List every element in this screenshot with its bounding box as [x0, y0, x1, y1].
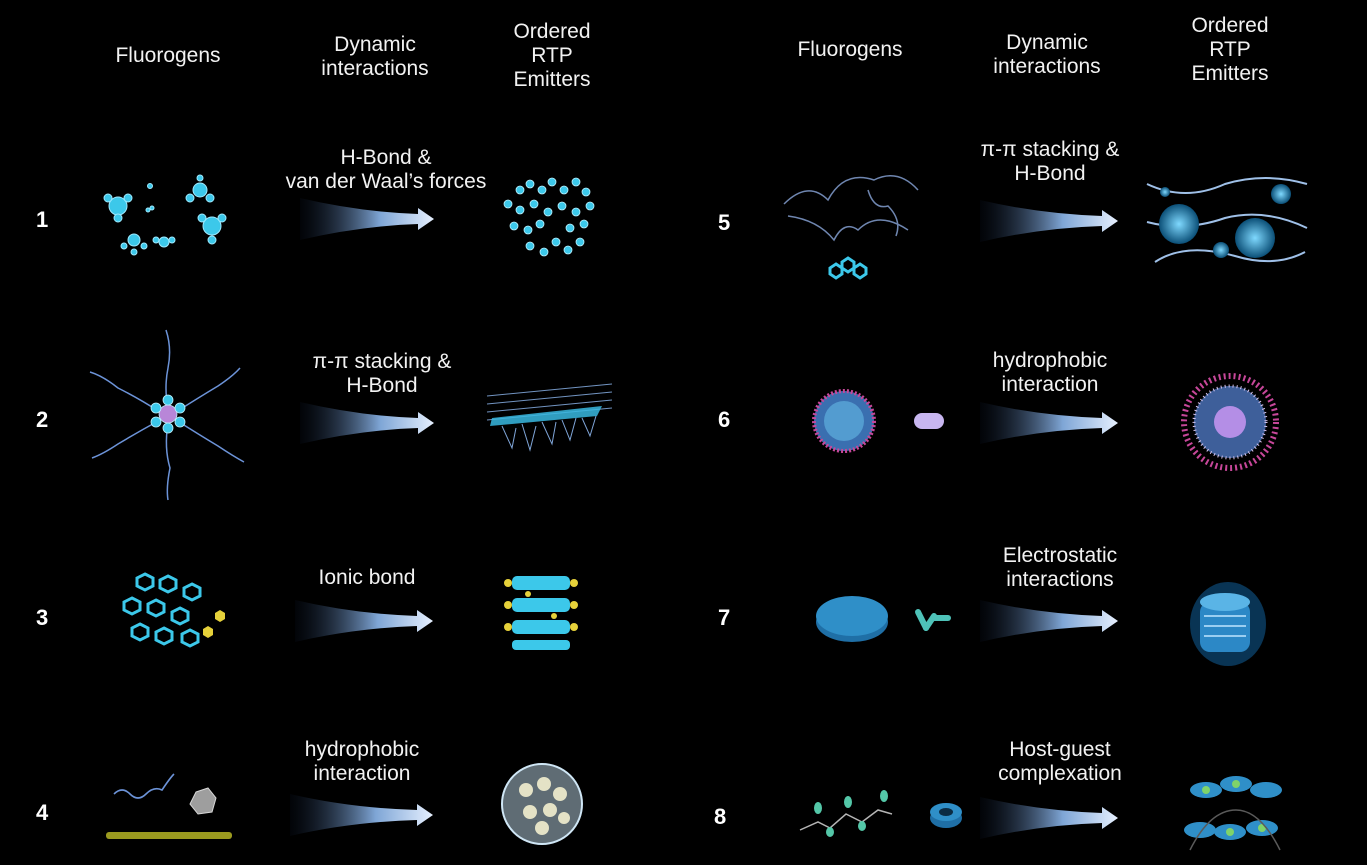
arrow-4	[290, 794, 433, 836]
interaction-label-1: H-Bond & van der Waal’s forces	[285, 146, 487, 193]
arrow-1	[300, 198, 434, 240]
header-fluorogens-right: Fluorogens	[797, 38, 903, 61]
arrow-8	[980, 797, 1118, 839]
interaction-label-7: Electrostatic interactions	[1002, 544, 1118, 591]
arrow-5	[980, 200, 1118, 242]
fluorogen-polymer-5	[783, 175, 919, 280]
ordered-emitter-8	[1184, 776, 1282, 851]
row-number-2: 2	[36, 407, 49, 432]
header-ordered-right: Ordered RTP Emitters	[1191, 14, 1269, 85]
interaction-label-6: hydrophobic interaction	[992, 349, 1108, 396]
fluorogen-ionic-3	[122, 572, 225, 648]
header-dynamic-right: Dynamic interactions	[993, 31, 1101, 78]
header-ordered-left: Ordered RTP Emitters	[513, 20, 591, 91]
row-number-6: 6	[718, 407, 731, 432]
ordered-emitter-7	[1190, 582, 1266, 666]
arrow-6	[980, 402, 1118, 444]
interaction-label-4: hydrophobic interaction	[304, 738, 420, 785]
interaction-label-3: Ionic bond	[318, 566, 416, 589]
fluorogen-star-2	[89, 329, 245, 501]
ordered-emitter-4	[501, 763, 583, 845]
row-number-7: 7	[718, 605, 731, 630]
ordered-emitter-3	[504, 576, 578, 650]
ordered-emitter-1	[503, 177, 595, 257]
row-number-4: 4	[36, 800, 49, 825]
arrow-2	[300, 402, 434, 444]
ordered-emitter-5	[1146, 177, 1308, 263]
interaction-label-5: π-π stacking & H-Bond	[980, 138, 1120, 185]
header-fluorogens-left: Fluorogens	[115, 44, 221, 67]
interaction-label-2: π-π stacking & H-Bond	[312, 350, 452, 397]
arrow-3	[295, 600, 433, 642]
arrow-7	[980, 600, 1118, 642]
interaction-label-8: Host-guest complexation	[998, 738, 1122, 785]
row-number-8: 8	[714, 804, 727, 829]
header-dynamic-left: Dynamic interactions	[321, 33, 429, 80]
fluorogen-molecules-1	[103, 174, 227, 256]
fluorogen-host-guest-8	[799, 790, 962, 837]
fluorogen-micelle-6	[812, 389, 944, 453]
ordered-emitter-6	[1181, 373, 1279, 471]
fluorogen-hydrophobic-4	[106, 773, 232, 839]
row-number-5: 5	[718, 210, 731, 235]
ordered-emitter-2	[486, 383, 613, 452]
fluorogen-disk-7	[816, 596, 951, 642]
row-number-1: 1	[36, 207, 49, 232]
row-number-3: 3	[36, 605, 49, 630]
